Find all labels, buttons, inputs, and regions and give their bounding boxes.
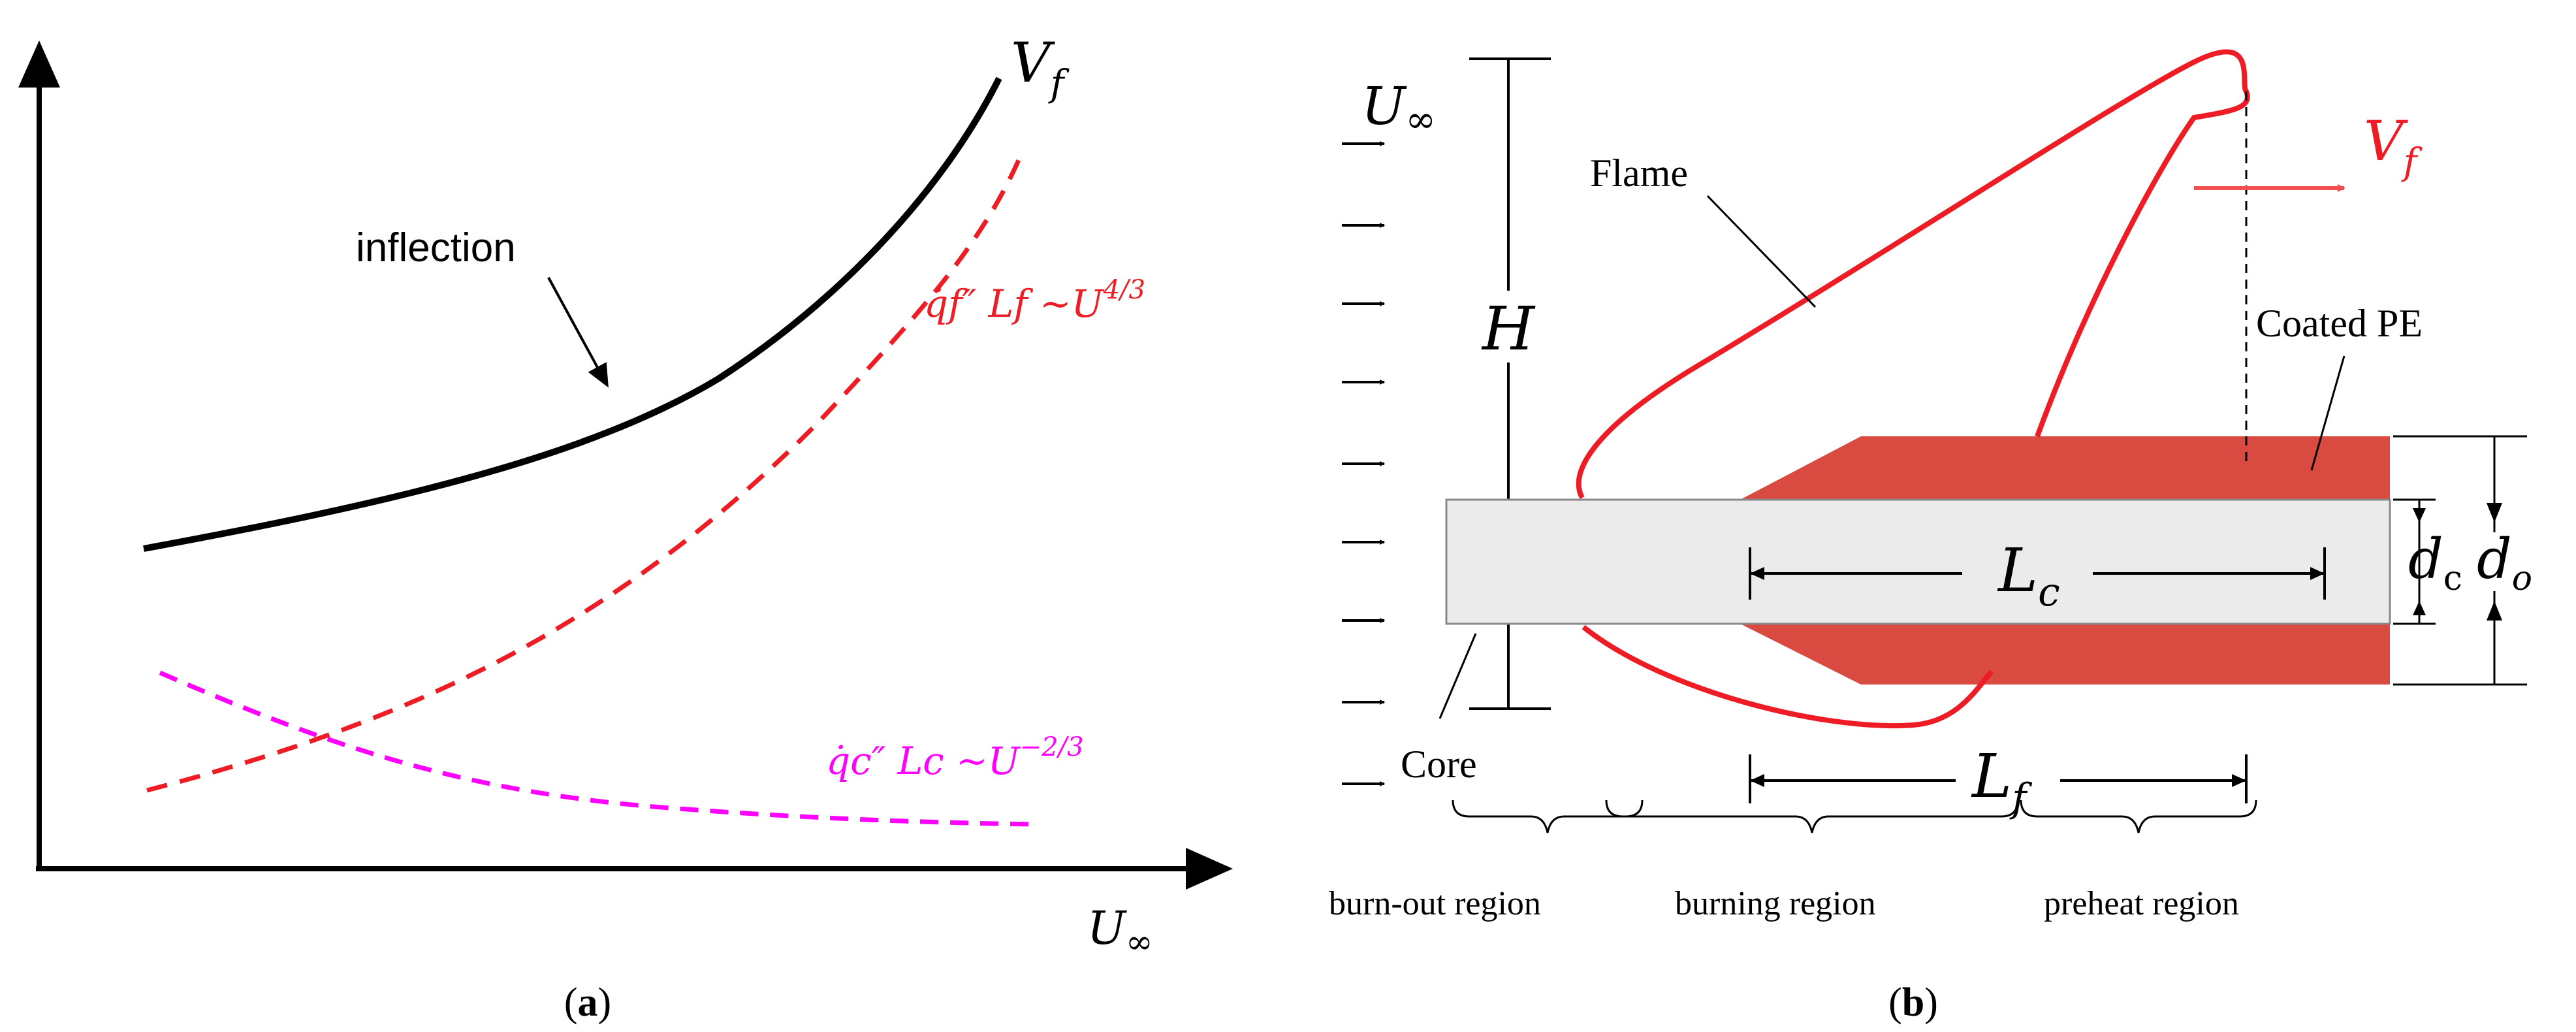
- region-burning: burning region: [1675, 885, 1876, 922]
- core-rod: [1445, 498, 2391, 625]
- coated-leader: [2310, 355, 2345, 471]
- curve-vf-label: Vf: [1011, 31, 1070, 105]
- region-burnout: burn-out region: [1329, 885, 1541, 922]
- brace-burnout: [1452, 799, 1644, 833]
- brace-preheat: [2020, 799, 2257, 833]
- eq-qf-label: q̇f″ Lf ~U4/3: [924, 275, 1145, 326]
- dc-label: dc: [2408, 527, 2462, 598]
- inflection-label: inflection: [356, 225, 516, 270]
- curve-qc: [159, 670, 1036, 827]
- coated-label: Coated PE: [2256, 302, 2423, 345]
- panel-a: inflection Vf q̇f″ Lf ~U4/3 q̇c″ Lc ~U−2…: [18, 31, 1233, 1025]
- do-label: do: [2477, 527, 2532, 598]
- vf-label: Vf: [2364, 109, 2423, 184]
- freestream-arrows: [1342, 141, 1385, 786]
- core-label: Core: [1401, 743, 1477, 786]
- flame-bottom: [1582, 624, 1994, 729]
- caption-b: (b): [1888, 980, 1938, 1025]
- caption-a: (a): [564, 980, 611, 1025]
- flame-leader: [1706, 195, 1817, 308]
- core-leader: [1439, 633, 1477, 719]
- x-axis-label: U∞: [1087, 901, 1153, 961]
- panel-b: U∞ H Vf Flame Coated PE Lc: [1329, 49, 2532, 1025]
- curve-qf: [146, 159, 1021, 793]
- region-preheat: preheat region: [2044, 885, 2239, 922]
- flame-label: Flame: [1590, 152, 1688, 195]
- freestream-label: U∞: [1361, 76, 1436, 141]
- lc-label: Lc: [1997, 536, 2060, 615]
- curve-vf: [143, 76, 1002, 552]
- flame-top: [1576, 49, 2250, 499]
- eq-qc-label: q̇c″ Lc ~U−2/3: [826, 732, 1084, 783]
- brace-burning: [1605, 799, 2019, 833]
- h-label: H: [1481, 294, 1536, 364]
- inflection-arrow: [547, 277, 609, 388]
